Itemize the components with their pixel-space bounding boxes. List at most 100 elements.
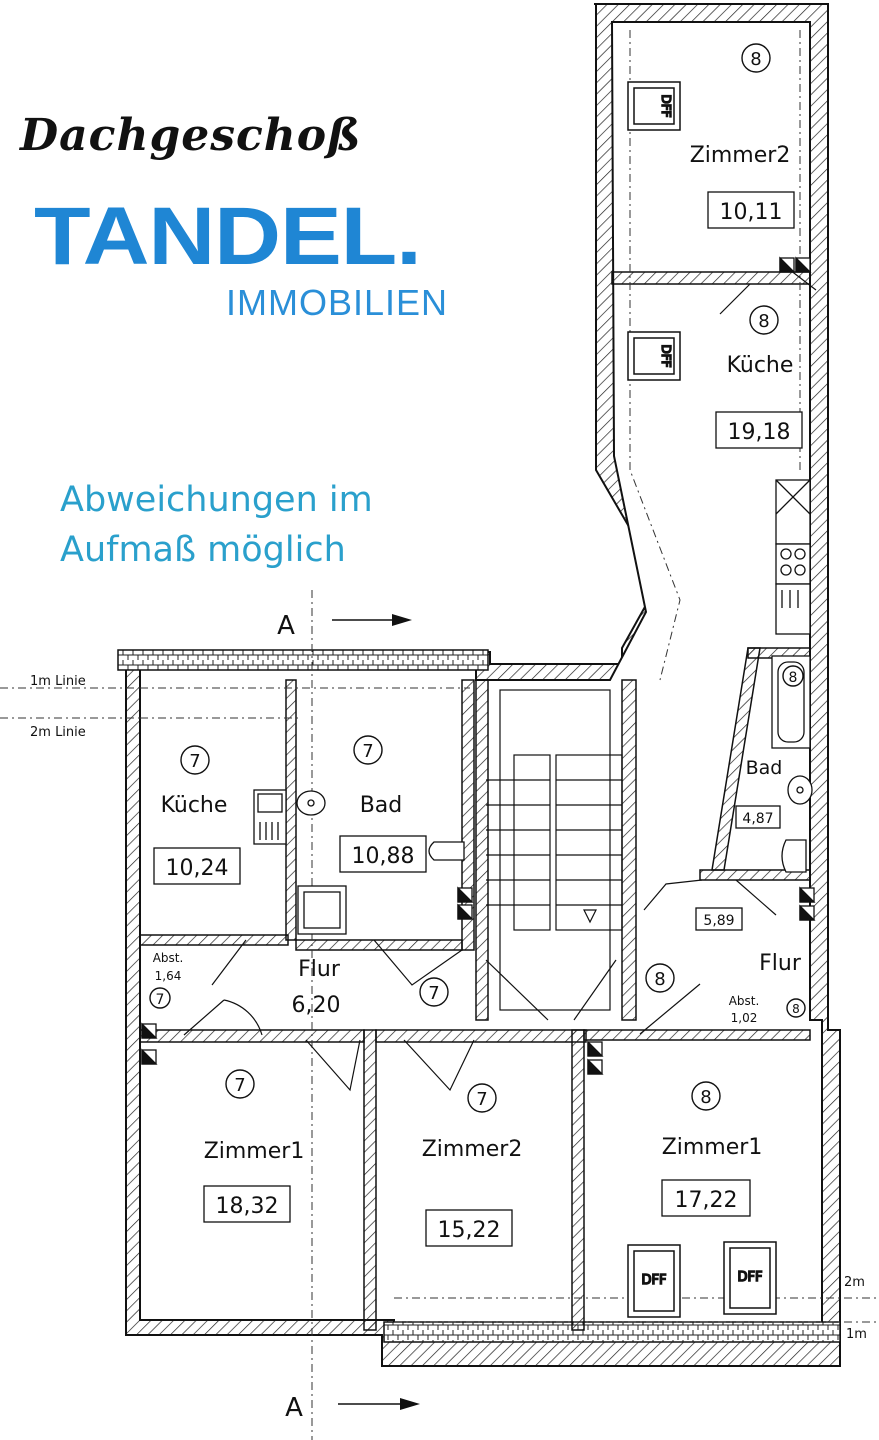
svg-text:8: 8 [792, 1002, 800, 1016]
unit-circle: 7 [353, 735, 383, 765]
page-title: Dachgeschoß [20, 110, 362, 161]
skylights: DFF DFF DFF DFF [627, 81, 777, 1318]
svg-text:7: 7 [428, 983, 439, 1004]
skylight-label: DFF [738, 1270, 763, 1285]
arrow-right-icon [392, 614, 412, 626]
svg-text:7: 7 [362, 741, 373, 762]
room-name-left-zimmer2: Zimmer2 [422, 1137, 523, 1162]
svg-text:7: 7 [156, 992, 165, 1008]
room-name-right-zimmer1: Zimmer1 [662, 1135, 763, 1160]
svg-text:17,22: 17,22 [675, 1188, 738, 1213]
area-box: 17,22 [661, 1179, 751, 1217]
roof-edge-bricks [117, 649, 841, 1343]
unit-circle: 8 [691, 1081, 721, 1111]
brand-subtitle: IMMOBILIEN [226, 282, 449, 323]
area-box: 4,87 [735, 805, 781, 829]
svg-text:15,22: 15,22 [438, 1218, 501, 1243]
area-box: 19,18 [715, 411, 803, 449]
disclaimer-line-2: Aufmaß möglich [60, 530, 346, 570]
svg-text:1,02: 1,02 [731, 1011, 758, 1025]
section-marker-label: A [285, 1393, 303, 1423]
washbasin-right [787, 775, 813, 805]
skylight: DFF [627, 81, 681, 131]
staircase [486, 689, 623, 1011]
room-areas: 10,11 19,18 4,87 5,89 1,02 17,22 10,24 1… [153, 191, 803, 1247]
room-name-right-bad: Bad [746, 757, 783, 779]
section-marker-bottom: A [285, 1393, 420, 1423]
svg-text:10,11: 10,11 [720, 200, 783, 225]
area-box: 5,89 [695, 907, 743, 931]
washbasin-left [296, 790, 326, 816]
unit-markers: 8 8 8 8 8 8 7 7 7 7 7 7 [149, 43, 806, 1113]
chimneys [141, 256, 816, 1075]
svg-text:6,20: 6,20 [292, 993, 341, 1018]
slope-lines [0, 30, 879, 1440]
room-name-left-kueche: Küche [161, 793, 228, 818]
unit-circle: 7 [225, 1069, 255, 1099]
svg-text:5,89: 5,89 [703, 913, 734, 929]
area-box: 1,64 [155, 969, 182, 983]
door-swings [183, 269, 817, 1092]
shower-left [297, 885, 347, 935]
unit-circle: 8 [749, 305, 779, 335]
svg-text:8: 8 [654, 969, 665, 990]
svg-text:8: 8 [758, 311, 769, 332]
disclaimer-line-1: Abweichungen im [60, 480, 373, 520]
unit-circle: 7 [180, 745, 210, 775]
section-marker-label: A [277, 611, 295, 641]
kitchen-sink-left [253, 789, 287, 845]
toilet-right [781, 839, 807, 873]
toilet-left [428, 841, 465, 861]
skylight: DFF [627, 331, 681, 381]
svg-text:7: 7 [189, 751, 200, 772]
room-name-right-abst: Abst. [729, 994, 760, 1008]
unit-circle: 7 [149, 987, 171, 1009]
unit-circle: 8 [645, 963, 675, 993]
svg-text:8: 8 [750, 49, 761, 70]
svg-text:10,24: 10,24 [166, 856, 229, 881]
two-m-line-label: 2m Linie [30, 725, 86, 740]
svg-text:8: 8 [789, 670, 798, 686]
svg-text:4,87: 4,87 [742, 811, 773, 827]
area-box: 1,02 [731, 1011, 758, 1025]
svg-text:19,18: 19,18 [728, 420, 791, 445]
svg-text:1,64: 1,64 [155, 969, 182, 983]
brand-logo: TANDEL. [34, 191, 422, 282]
room-name-left-zimmer1: Zimmer1 [204, 1139, 305, 1164]
unit-circle: 8 [786, 998, 806, 1018]
skylight-label: DFF [659, 94, 673, 117]
line-labels: 1m Linie 2m Linie 2m 1m [30, 674, 867, 1342]
one-m-label: 1m [846, 1327, 867, 1342]
area-box: 10,24 [153, 847, 241, 885]
section-marker-top: A [277, 611, 412, 641]
two-m-label: 2m [844, 1275, 865, 1290]
area-box: 6,20 [292, 993, 341, 1018]
area-box: 15,22 [425, 1209, 513, 1247]
one-m-line-label: 1m Linie [30, 674, 86, 689]
svg-text:7: 7 [234, 1075, 245, 1096]
skylight: DFF [627, 1244, 681, 1318]
stove-right [775, 479, 811, 635]
svg-text:8: 8 [700, 1087, 711, 1108]
room-name-right-kueche: Küche [727, 353, 794, 378]
unit-circle: 8 [782, 665, 804, 687]
arrow-right-icon [400, 1398, 420, 1410]
unit-circle: 7 [467, 1083, 497, 1113]
room-name-right-zimmer2: Zimmer2 [690, 143, 791, 168]
svg-text:18,32: 18,32 [216, 1194, 279, 1219]
unit-circle: 7 [419, 977, 449, 1007]
room-names: Zimmer2 Küche Bad Flur Abst. Zimmer1 Küc… [153, 143, 802, 1164]
unit-circle: 8 [741, 43, 771, 73]
room-name-left-abst: Abst. [153, 951, 184, 965]
skylight: DFF [723, 1241, 777, 1315]
room-name-left-flur: Flur [298, 957, 341, 982]
skylight-label: DFF [642, 1273, 667, 1288]
fixtures [253, 479, 813, 935]
area-box: 18,32 [203, 1185, 291, 1223]
area-box: 10,11 [707, 191, 795, 229]
svg-text:7: 7 [476, 1089, 487, 1110]
skylight-label: DFF [659, 344, 673, 367]
room-name-right-flur: Flur [759, 951, 802, 976]
area-box: 10,88 [339, 835, 427, 873]
